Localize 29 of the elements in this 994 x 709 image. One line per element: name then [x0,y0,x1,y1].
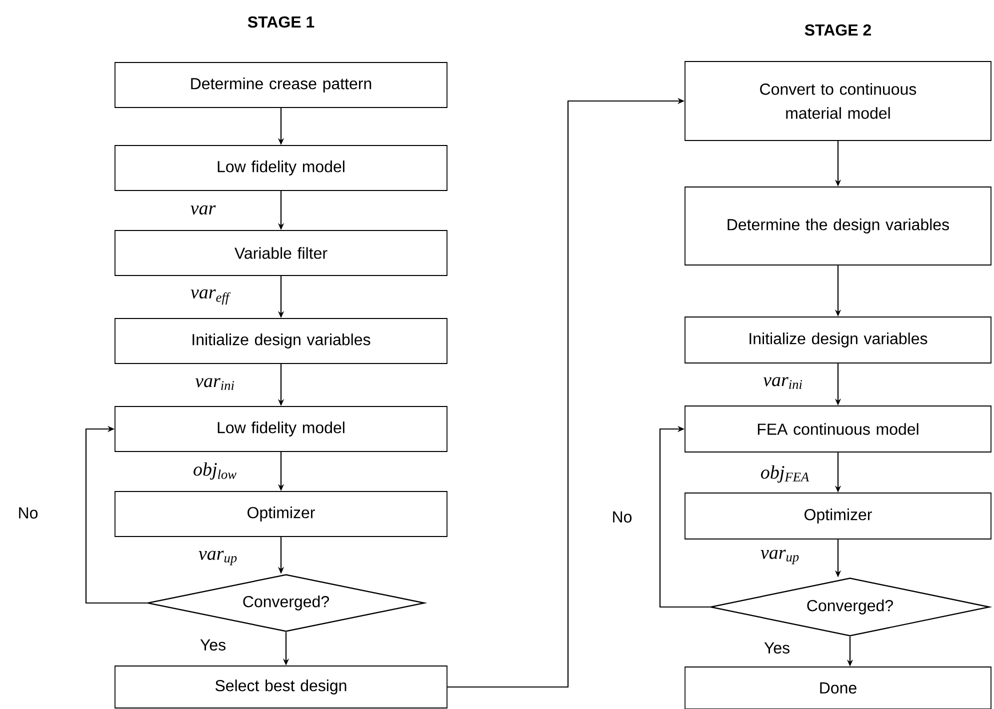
edge-label: obj$_{low}$ [194,462,236,480]
arrow [85,426,147,604]
process-box: Optimizer [114,491,448,537]
process-box: Determine the design variables [684,186,992,266]
process-box: Convert to continuous material model [684,61,992,141]
process-box: Initialize design variables [684,316,992,364]
edge-label: var$_{ini}$ [763,377,802,389]
stage-title: STAGE 1 [248,16,314,28]
arrow [659,426,710,608]
stage-title: STAGE 2 [804,24,871,36]
edge-label: Yes [200,639,226,651]
edge-label: var [190,205,216,215]
edge-label: No [19,507,38,519]
process-box: Done [684,666,992,709]
process-box: Optimizer [684,492,992,540]
process-box: Low fidelity model [114,145,448,191]
process-box: Select best design [114,666,448,708]
edge-label: Yes [764,642,790,654]
process-box: Low fidelity model [114,406,448,452]
process-box: Variable filter [114,230,448,276]
process-box: Determine crease pattern [114,62,448,108]
process-box: Initialize design variables [114,318,448,364]
edge-label: var$_{up}$ [198,550,237,566]
edge-label: var$_{ini}$ [195,378,234,390]
edge-label: No [613,511,632,523]
edge-label: obj$_{FEA}$ [761,465,810,483]
process-box: FEA continuous model [684,406,992,452]
edge-label: var$_{up}$ [760,550,799,564]
edge-label: var$_{eff}$ [190,289,231,305]
